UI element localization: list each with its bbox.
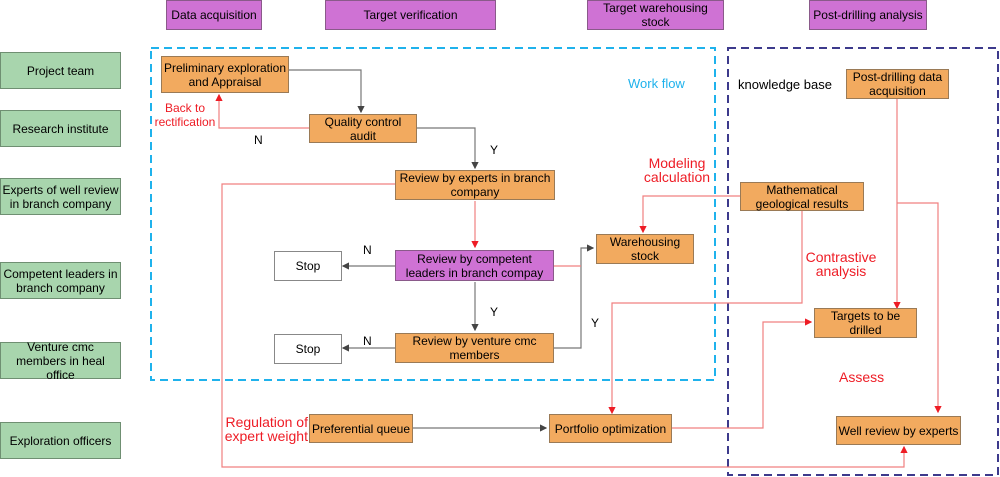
label-y-qc: Y: [490, 143, 499, 157]
role-project-team: Project team: [0, 52, 121, 89]
node-math-geological-results: Mathematical geological results: [740, 182, 864, 211]
node-review-venture: Review by venture cmc members: [395, 333, 554, 363]
node-post-drilling-acquisition: Post-drilling data acquisition: [846, 69, 949, 99]
edge-qc-to-experts: [417, 127, 479, 170]
edge-experts-to-wellreview: [221, 183, 908, 468]
phase-target-warehousing-stock: Target warehousing stock: [587, 0, 724, 30]
node-stop-2: Stop: [274, 334, 342, 364]
node-preliminary-exploration: Preliminary exploration and Appraisal: [161, 56, 289, 93]
edge-portfolio-to-targets: [672, 318, 813, 429]
label-regulation-expert-weight: Regulation of expert weight: [224, 414, 308, 444]
label-y-venture: Y: [591, 316, 600, 330]
node-targets-to-be-drilled: Targets to be drilled: [814, 308, 917, 338]
label-n-venture: N: [363, 334, 372, 348]
role-venture-cmc-members: Venture cmc members in heal office: [0, 340, 121, 382]
role-competent-leaders: Competent leaders in branch company: [0, 262, 121, 299]
edge-postdrill-to-wellreview: [897, 202, 942, 414]
label-back-to-rectification: Back to rectification: [154, 101, 216, 129]
label-n-qc: N: [254, 133, 263, 147]
edge-prelim-to-qc: [289, 69, 365, 114]
label-modeling-calculation: Modeling calculation: [643, 155, 711, 185]
label-assess: Assess: [839, 369, 885, 385]
workflow-region: [150, 47, 716, 381]
label-n-leaders: N: [363, 243, 372, 257]
role-research-institute: Research institute: [0, 110, 121, 147]
node-quality-control-audit: Quality control audit: [309, 114, 417, 143]
phase-target-verification: Target verification: [325, 0, 496, 30]
phase-post-drilling-analysis: Post-drilling analysis: [809, 0, 927, 30]
phase-data-acquisition: Data acquisition: [166, 0, 262, 30]
edge-math-to-portfolio: [608, 211, 803, 415]
node-review-leaders: Review by competent leaders in branch co…: [395, 250, 554, 281]
label-contrastive-analysis: Contrastive analysis: [805, 249, 877, 279]
knowledge-base-region: [727, 47, 999, 476]
node-review-experts: Review by experts in branch company: [395, 170, 555, 200]
edge-venture-to-warehousing: [554, 244, 595, 349]
label-y-leaders: Y: [490, 305, 499, 319]
workflow-label: Work flow: [628, 76, 685, 91]
knowledge-base-label: knowledge base: [738, 77, 832, 92]
node-warehousing-stock: Warehousing stock: [596, 234, 694, 264]
edge-math-to-warehousing: [639, 195, 740, 234]
node-stop-1: Stop: [274, 251, 342, 281]
node-preferential-queue: Preferential queue: [309, 414, 413, 443]
role-experts-well-review: Experts of well review in branch company: [0, 178, 121, 215]
node-portfolio-optimization: Portfolio optimization: [549, 414, 672, 443]
role-exploration-officers: Exploration officers: [0, 422, 121, 459]
node-well-review-experts: Well review by experts: [836, 416, 961, 445]
edge-back-to-rectification: [215, 93, 309, 129]
